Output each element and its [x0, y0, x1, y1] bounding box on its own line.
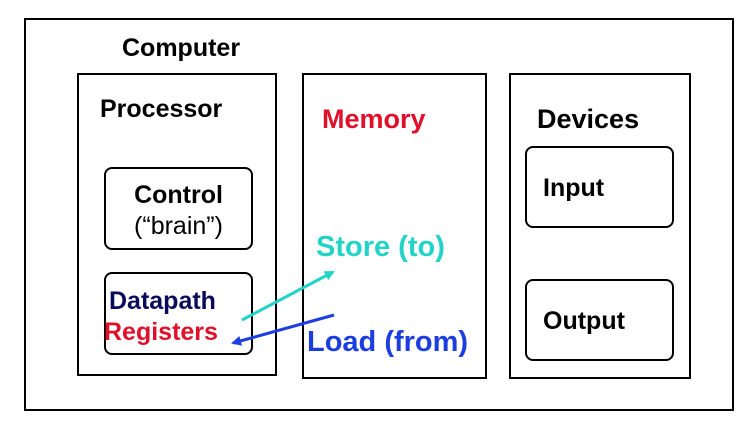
devices-box: [509, 73, 691, 379]
store-arrow: [241, 270, 335, 322]
control-subtitle: (“brain”): [134, 212, 223, 240]
control-title: Control: [134, 181, 223, 209]
control-box: [104, 167, 253, 250]
registers-label: Registers: [104, 318, 218, 346]
input-label: Input: [543, 174, 605, 202]
memory-title: Memory: [322, 104, 426, 134]
output-label: Output: [543, 307, 625, 335]
computer-box: [24, 18, 734, 411]
output-box: [525, 279, 674, 361]
computer-title: Computer: [122, 34, 241, 62]
processor-box: [77, 73, 277, 376]
load-arrow: [231, 313, 335, 346]
datapath-title: Datapath: [109, 287, 216, 315]
input-box: [525, 146, 674, 228]
processor-title: Processor: [100, 95, 223, 123]
store-label: Store (to): [316, 231, 445, 263]
memory-box: [302, 73, 487, 379]
devices-title: Devices: [537, 104, 640, 134]
load-label: Load (from): [307, 326, 469, 358]
